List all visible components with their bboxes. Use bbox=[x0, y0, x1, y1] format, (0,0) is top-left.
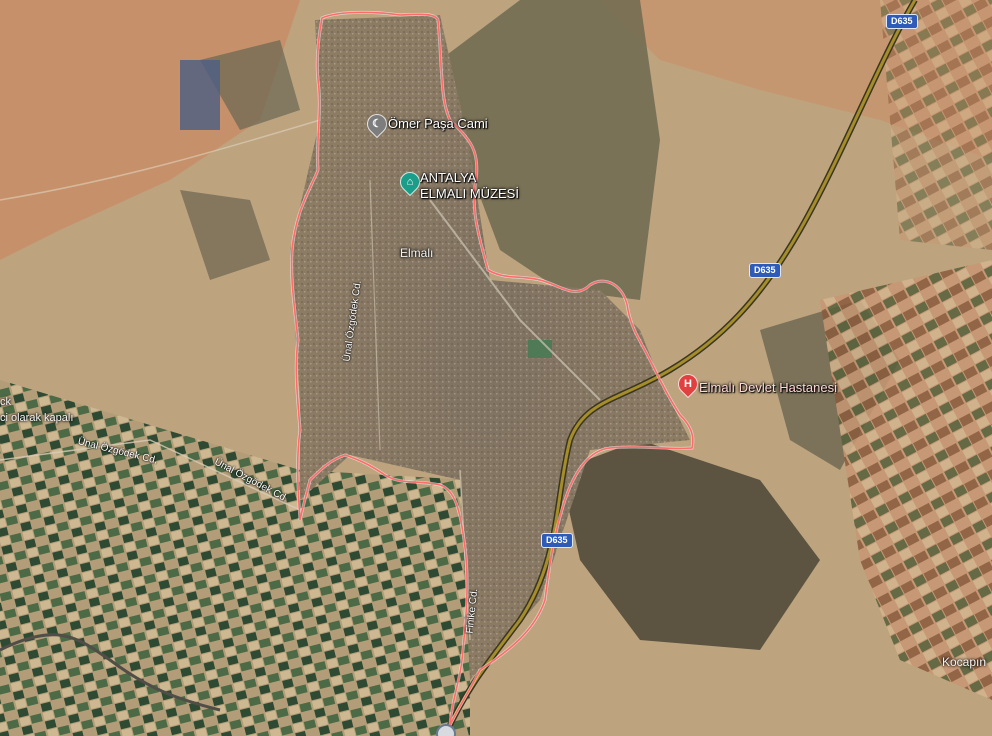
road-shield-d635-top: D635 bbox=[886, 14, 918, 29]
place-label-elmali[interactable]: Elmalı bbox=[400, 246, 434, 260]
hospital-glyph: H bbox=[684, 378, 692, 390]
poi-label-devlet-hastanesi[interactable]: Elmalı Devlet Hastanesi bbox=[699, 380, 837, 395]
road-shield-d635-bottom: D635 bbox=[541, 533, 573, 548]
map-pin-partial[interactable] bbox=[436, 724, 456, 736]
poi-label-elmali-muzesi-line1[interactable]: ANTALYA bbox=[420, 170, 477, 185]
poi-label-omer-pasa-cami[interactable]: Ömer Paşa Cami bbox=[388, 116, 488, 131]
road-shield-d635-mid: D635 bbox=[749, 263, 781, 278]
poi-label-elmali-muzesi-line2[interactable]: ELMALI MÜZESİ bbox=[420, 186, 519, 201]
place-label-kocapinar[interactable]: Kocapın bbox=[942, 655, 987, 669]
left-edge-label-1: ck bbox=[0, 396, 11, 408]
left-edge-label-2: ci olarak kapalı bbox=[0, 412, 74, 424]
